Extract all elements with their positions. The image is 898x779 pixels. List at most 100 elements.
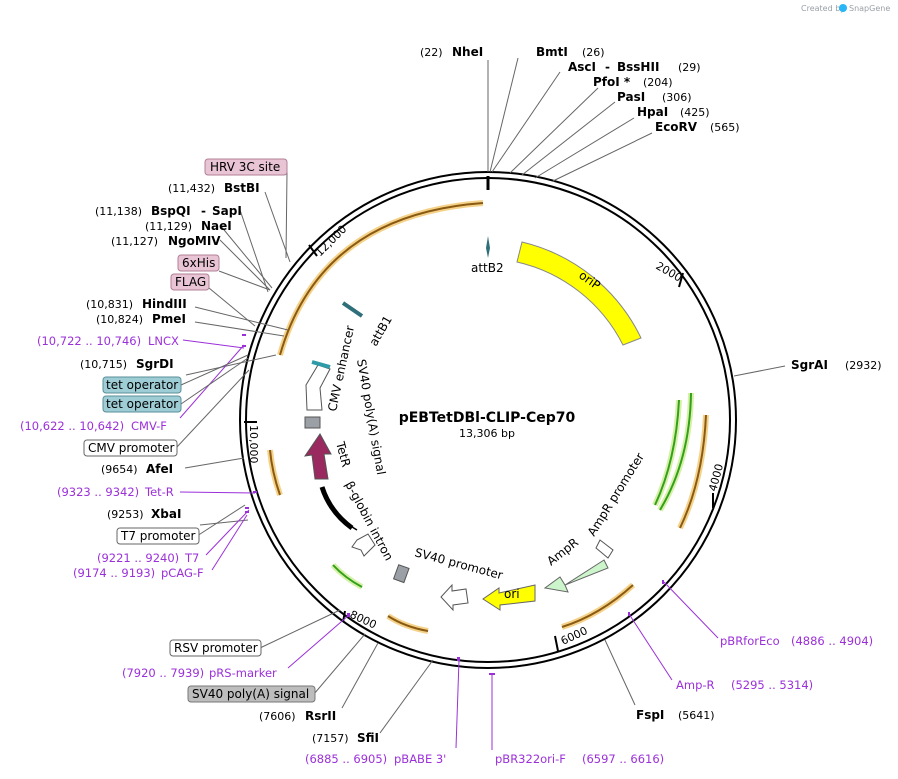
primer-pos-pbabe: (6885 .. 6905)	[305, 752, 387, 766]
box-sv40-polya: SV40 poly(A) signal	[187, 685, 316, 703]
enzyme-fspi: FspI	[636, 708, 664, 722]
svg-text:HRV 3C site: HRV 3C site	[210, 160, 280, 174]
box-rsv-promoter: RSV promoter	[169, 639, 262, 657]
ori-feature	[482, 584, 536, 611]
enzyme-pos-bspqi: (11,138)	[95, 205, 142, 218]
enzyme-nhei: NheI	[452, 45, 483, 59]
enzyme-pos-naei: (11,129)	[145, 220, 192, 233]
cmv-enhancer-feature	[305, 364, 331, 411]
box-cmv-promoter: CMV promoter	[83, 439, 178, 457]
box-hrv3c: HRV 3C site	[204, 158, 288, 176]
enzyme-pos-sgrdi: (10,715)	[80, 358, 127, 371]
enzyme-pos-rsrii: (7606)	[259, 710, 296, 723]
enzyme-naei: NaeI	[201, 219, 232, 233]
primer-pbrforeco: pBRforEco	[720, 634, 780, 648]
primer-prsmarker: pRS-marker	[209, 666, 277, 680]
enzyme-bspqi: BspQI	[151, 204, 191, 218]
enzyme-bspqi-sep: -	[201, 204, 206, 218]
primer-lncx: LNCX	[148, 334, 179, 348]
primer-pos-pcagf: (9174 .. 9193)	[73, 566, 155, 580]
enzyme-bsshii: BssHII	[617, 60, 659, 74]
primer-pos-t7: (9221 .. 9240)	[97, 551, 179, 565]
tetr-label: TetR	[333, 439, 353, 468]
primer-pbabe: pBABE 3'	[394, 752, 446, 766]
svg-text:CMV promoter: CMV promoter	[88, 441, 175, 455]
enzyme-pos-ngomiv: (11,127)	[111, 235, 158, 248]
enzyme-pos-fspi: (5641)	[678, 709, 715, 722]
enzyme-pos-nhei: (22)	[420, 46, 443, 59]
sv40-promoter-label: SV40 promoter	[413, 545, 504, 582]
enzyme-pos-bstbi: (11,432)	[168, 182, 215, 195]
enzyme-afei: AfeI	[146, 462, 173, 476]
primer-pos-pbr322ori: (6597 .. 6616)	[582, 752, 664, 766]
enzyme-rsrii: RsrII	[305, 709, 336, 723]
plasmid-name: pEBTetDBl-CLIP-Cep70	[399, 410, 576, 426]
box-t7-promoter: T7 promoter	[116, 527, 200, 545]
enzyme-bstbi: BstBI	[224, 181, 260, 195]
primer-pbr322ori: pBR322ori-F	[495, 752, 566, 766]
primer-pos-lncx: (10,722 .. 10,746)	[37, 334, 141, 348]
enzyme-pos-pasi: (306)	[662, 91, 692, 104]
enzyme-asci: AscI	[568, 60, 596, 74]
primer-cmvf: CMV-F	[131, 419, 167, 433]
attb2-label: attB2	[471, 261, 504, 275]
enzyme-hindiii: HindIII	[142, 297, 187, 311]
enzyme-pfoi: PfoI *	[593, 75, 631, 89]
svg-text:T7 promoter: T7 promoter	[120, 529, 196, 543]
enzyme-pos-sfii: (7157)	[312, 732, 349, 745]
enzyme-pmei: PmeI	[152, 312, 186, 326]
credit-text: Created by	[801, 4, 845, 13]
box-tet-operator-1: tet operator	[102, 376, 182, 394]
ampr-label: AmpR	[544, 535, 581, 568]
tick-label-10000: 10,000	[247, 425, 260, 464]
ampr-promoter-feature	[595, 539, 614, 559]
enzyme-leader-lines	[184, 57, 786, 734]
box-leader-lines	[175, 171, 366, 695]
attb1-feature	[341, 301, 364, 318]
svg-text:6xHis: 6xHis	[182, 256, 215, 270]
enzyme-asci-sep: -	[605, 60, 610, 74]
primer-marks	[242, 334, 664, 675]
sv40-polya-inner-label: SV40 poly(A) signal	[354, 358, 388, 476]
svg-text:RSV promoter: RSV promoter	[174, 641, 258, 655]
tick-marks	[244, 244, 714, 652]
primer-pos-ampr: (5295 .. 5314)	[731, 678, 813, 692]
primer-pos-prsmarker: (7920 .. 7939)	[122, 666, 204, 680]
enzyme-pos-bmti: (26)	[582, 46, 605, 59]
enzyme-pos-hindiii: (10,831)	[86, 298, 133, 311]
polya-box-feature	[392, 564, 410, 584]
primer-pos-cmvf: (10,622 .. 10,642)	[20, 419, 124, 433]
enzyme-ecorv: EcoRV	[655, 120, 698, 134]
snapgene-logo-icon	[839, 4, 847, 12]
enzyme-hpai: HpaI	[637, 105, 668, 119]
tetr-feature	[303, 433, 332, 480]
ori-label: ori	[504, 587, 520, 601]
enzyme-pos-xbai: (9253)	[107, 508, 144, 521]
enzyme-bmti: BmtI	[536, 45, 568, 59]
ampr-feature	[543, 559, 609, 593]
enzyme-pos-pmei: (10,824)	[96, 313, 143, 326]
enzyme-pos-hpai: (425)	[680, 106, 710, 119]
primer-tetr: Tet-R	[144, 485, 174, 499]
primer-ampr: Amp-R	[676, 678, 715, 692]
enzyme-pos-sgrai: (2932)	[845, 359, 882, 372]
enzyme-ngomiv: NgoMIV	[168, 234, 221, 248]
enzyme-pos-pfoi: (204)	[643, 76, 673, 89]
svg-text:SV40 poly(A) signal: SV40 poly(A) signal	[192, 687, 309, 701]
beta-globin-intron-feature	[319, 486, 354, 531]
box-flag: FLAG	[170, 273, 210, 291]
enzyme-sapi: SapI	[212, 204, 242, 218]
attb1-label: attB1	[366, 313, 394, 348]
svg-text:tet operator: tet operator	[106, 397, 178, 411]
primer-t7: T7	[184, 551, 199, 565]
svg-text:FLAG: FLAG	[175, 275, 206, 289]
cmv-enhancer-label: CMV enhancer	[325, 324, 357, 412]
enzyme-sfii: SfiI	[357, 731, 379, 745]
tet-operator-marks	[311, 360, 331, 369]
enzyme-pasi: PasI	[617, 90, 645, 104]
primer-leader-lines	[179, 339, 719, 750]
enzyme-pos-afei: (9654)	[101, 463, 138, 476]
enzyme-xbai: XbaI	[151, 507, 181, 521]
enzyme-sgrai: SgrAI	[791, 358, 828, 372]
